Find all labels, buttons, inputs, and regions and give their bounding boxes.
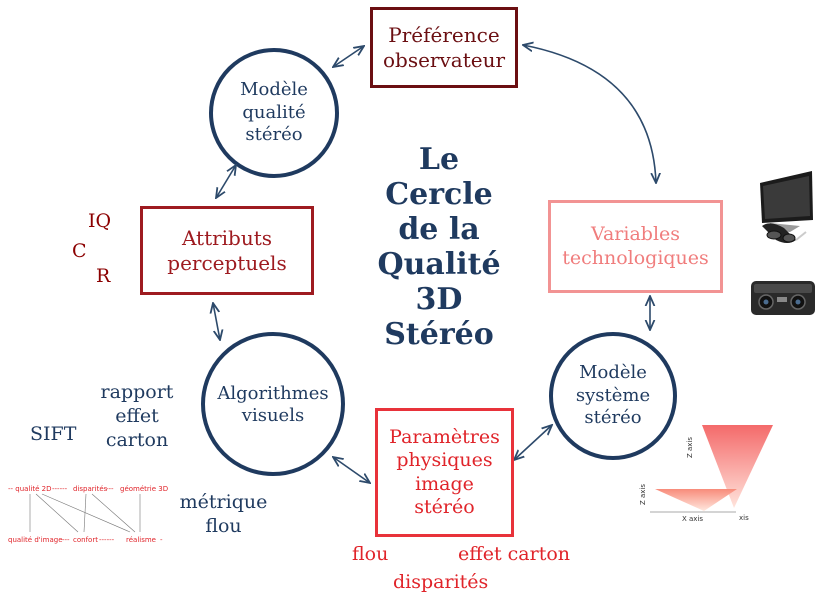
variables-technologiques-box: Variables technologiques bbox=[548, 200, 723, 293]
preference-observateur-box: Préférence observateur bbox=[370, 7, 518, 88]
modele-systeme-circle bbox=[549, 332, 677, 460]
viewing-zone-figure bbox=[650, 425, 773, 513]
iq-label: IQ bbox=[88, 210, 112, 232]
parametres-physiques-box: Paramètres physiques image stéréo bbox=[375, 408, 514, 537]
variables-technologiques-label: Variables technologiques bbox=[562, 223, 709, 269]
x-axis-label: X axis bbox=[682, 515, 704, 523]
r-label: R bbox=[96, 265, 111, 287]
mini-top-1: -- qualité 2D bbox=[8, 485, 52, 493]
c-label: C bbox=[72, 240, 87, 262]
mini-top-4: --- bbox=[106, 485, 114, 493]
modele-qualite-label: Modèle qualité stéréo bbox=[240, 79, 308, 146]
modele-systeme-label: Modèle système stéréo bbox=[575, 362, 651, 429]
preference-observateur-label: Préférence observateur bbox=[382, 23, 506, 72]
arrow-attributs-algorithmes bbox=[213, 303, 220, 340]
xis-label: xis bbox=[739, 514, 749, 522]
disparites-label: disparités bbox=[393, 571, 489, 593]
mini-bottom-4: ------ bbox=[99, 536, 115, 544]
modele-qualite-circle bbox=[209, 48, 339, 178]
attributs-perceptuels-label: Attributs perceptuels bbox=[167, 226, 287, 275]
metrique-flou-label: métrique flou bbox=[179, 491, 268, 537]
mini-bottom-3: confort bbox=[73, 536, 98, 544]
arrow-attributs-qualite bbox=[216, 165, 236, 198]
3d-camera-icon bbox=[751, 281, 815, 315]
parametres-physiques-label: Paramètres physiques image stéréo bbox=[389, 426, 500, 518]
mini-bottom-2: --- bbox=[62, 536, 70, 544]
z-axis-label-2: Z axis bbox=[639, 483, 647, 505]
3d-tv-with-glasses-icon bbox=[760, 171, 813, 243]
mini-bottom-5: réalisme bbox=[126, 536, 156, 544]
algorithmes-visuels-label: Algorithmes visuels bbox=[217, 382, 329, 427]
mini-top-5: géométrie 3D bbox=[120, 485, 169, 493]
z-axis-label-1: Z axis bbox=[686, 436, 694, 458]
arrow-systeme-parametres bbox=[514, 425, 552, 460]
mini-top-2: ------ bbox=[52, 485, 68, 493]
mini-bottom-1: qualité d'image bbox=[8, 536, 63, 544]
effet-carton-label: effet carton bbox=[458, 543, 571, 565]
mini-top-3: disparités bbox=[73, 485, 108, 493]
mini-diagram-lines bbox=[29, 493, 141, 533]
mini-bottom-6: - bbox=[160, 536, 163, 544]
arrow-preference-variables bbox=[523, 45, 656, 183]
algorithmes-circle bbox=[201, 332, 345, 476]
attributs-perceptuels-box: Attributs perceptuels bbox=[140, 206, 314, 295]
arrow-qualite-preference bbox=[333, 46, 364, 67]
flou-label: flou bbox=[352, 543, 389, 565]
diagram-title: Le Cercle de la Qualité 3D Stéréo bbox=[377, 142, 501, 352]
sift-label: SIFT bbox=[30, 423, 77, 445]
arrow-algorithmes-parametres bbox=[333, 457, 370, 483]
rapport-effet-carton-label: rapport effet carton bbox=[100, 381, 174, 451]
